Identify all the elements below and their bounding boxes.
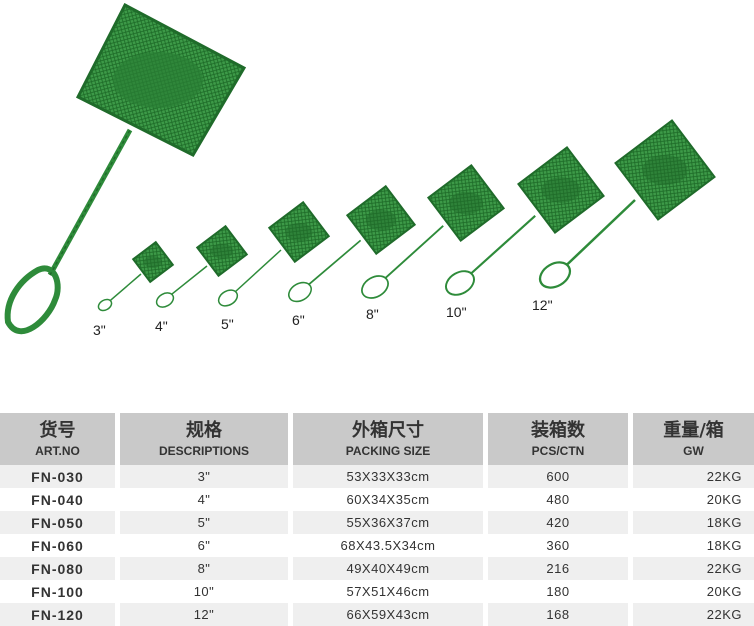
- size-label: 12": [532, 297, 553, 313]
- cell-gw: 20KG: [633, 488, 754, 511]
- cell-description: 8": [120, 557, 288, 580]
- cell-pcs: 480: [488, 488, 628, 511]
- cell-description: 5": [120, 511, 288, 534]
- size-label: 10": [446, 304, 467, 320]
- cell-packing-size: 60X34X35cm: [293, 488, 483, 511]
- table-header: 货号 ART.NO 规格 DESCRIPTIONS 外箱尺寸 PACKING S…: [0, 413, 754, 465]
- cell-gw: 22KG: [633, 557, 754, 580]
- cell-packing-size: 49X40X49cm: [293, 557, 483, 580]
- small-fish-net: [538, 119, 716, 289]
- cell-art-no: FN-030: [0, 465, 115, 488]
- cell-pcs: 360: [488, 534, 628, 557]
- header-pcs-ctn: 装箱数 PCS/CTN: [488, 413, 628, 465]
- size-label: 6": [292, 312, 305, 328]
- cell-gw: 18KG: [633, 534, 754, 557]
- small-fish-net: [217, 200, 331, 307]
- cell-pcs: 168: [488, 603, 628, 626]
- cell-art-no: FN-040: [0, 488, 115, 511]
- table-row: FN-120 12" 66X59X43cm 168 22KG: [0, 603, 754, 626]
- large-fish-net: [4, 2, 247, 335]
- cell-gw: 18KG: [633, 511, 754, 534]
- table-row: FN-040 4" 60X34X35cm 480 20KG: [0, 488, 754, 511]
- cell-description: 10": [120, 580, 288, 603]
- header-descriptions: 规格 DESCRIPTIONS: [120, 413, 288, 465]
- size-label: 8": [366, 306, 379, 322]
- table-row: FN-080 8" 49X40X49cm 216 22KG: [0, 557, 754, 580]
- table-row: FN-100 10" 57X51X46cm 180 20KG: [0, 580, 754, 603]
- cell-gw: 22KG: [633, 465, 754, 488]
- cell-pcs: 216: [488, 557, 628, 580]
- header-gw: 重量/箱 GW: [633, 413, 754, 465]
- small-fish-net: [155, 224, 249, 308]
- header-packing-size: 外箱尺寸 PACKING SIZE: [293, 413, 483, 465]
- cell-description: 4": [120, 488, 288, 511]
- size-label: 5": [221, 316, 234, 332]
- cell-description: 6": [120, 534, 288, 557]
- table-row: FN-030 3" 53X33X33cm 600 22KG: [0, 465, 754, 488]
- cell-packing-size: 66X59X43cm: [293, 603, 483, 626]
- small-fish-net: [288, 184, 417, 303]
- small-fish-nets: [97, 119, 716, 312]
- small-fish-net: [445, 146, 605, 296]
- cell-art-no: FN-080: [0, 557, 115, 580]
- cell-pcs: 600: [488, 465, 628, 488]
- cell-packing-size: 53X33X33cm: [293, 465, 483, 488]
- table-row: FN-050 5" 55X36X37cm 420 18KG: [0, 511, 754, 534]
- cell-art-no: FN-100: [0, 580, 115, 603]
- cell-art-no: FN-060: [0, 534, 115, 557]
- small-fish-net: [361, 163, 506, 299]
- cell-gw: 20KG: [633, 580, 754, 603]
- cell-pcs: 180: [488, 580, 628, 603]
- header-art-no: 货号 ART.NO: [0, 413, 115, 465]
- cell-art-no: FN-050: [0, 511, 115, 534]
- cell-description: 12": [120, 603, 288, 626]
- cell-packing-size: 55X36X37cm: [293, 511, 483, 534]
- fish-net-product-image: [4, 2, 716, 335]
- cell-gw: 22KG: [633, 603, 754, 626]
- cell-description: 3": [120, 465, 288, 488]
- small-fish-net: [97, 240, 175, 312]
- size-label: 4": [155, 318, 168, 334]
- cell-art-no: FN-120: [0, 603, 115, 626]
- cell-pcs: 420: [488, 511, 628, 534]
- cell-packing-size: 57X51X46cm: [293, 580, 483, 603]
- table-row: FN-060 6" 68X43.5X34cm 360 18KG: [0, 534, 754, 557]
- size-label: 3": [93, 322, 106, 338]
- cell-packing-size: 68X43.5X34cm: [293, 534, 483, 557]
- spec-table: 货号 ART.NO 规格 DESCRIPTIONS 外箱尺寸 PACKING S…: [0, 413, 754, 626]
